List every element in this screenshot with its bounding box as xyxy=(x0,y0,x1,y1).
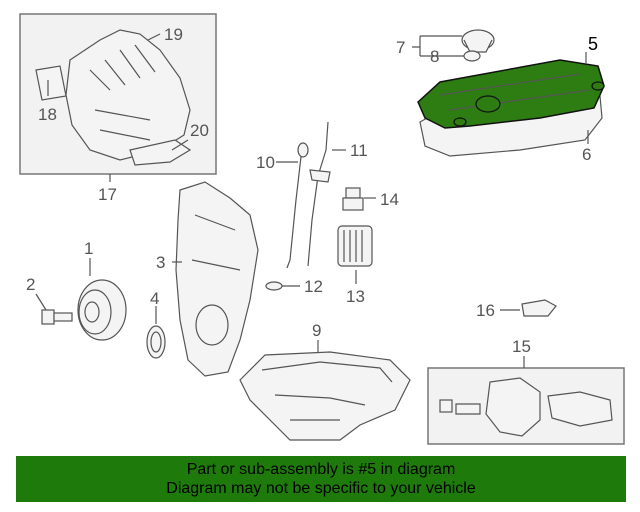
dipstick-tube[interactable] xyxy=(307,121,329,267)
callout-3: 3 xyxy=(156,253,165,272)
callout-18: 18 xyxy=(38,105,57,124)
timing-chain-cover[interactable] xyxy=(175,181,259,377)
callout-19: 19 xyxy=(164,25,183,44)
intake-manifold[interactable] xyxy=(65,29,191,161)
oil-dipstick[interactable] xyxy=(286,147,303,269)
callout-16: 16 xyxy=(476,301,495,320)
callout-5: 5 xyxy=(588,34,598,54)
crankshaft-pulley[interactable] xyxy=(77,279,127,341)
oil-filter[interactable] xyxy=(337,225,373,267)
intake-gasket[interactable] xyxy=(35,65,67,101)
callout-13: 13 xyxy=(346,287,365,306)
callout-10: 10 xyxy=(256,153,275,172)
callout-17: 17 xyxy=(98,185,117,204)
oil-filler-cap[interactable] xyxy=(461,29,495,53)
crankshaft-seal[interactable] xyxy=(146,325,166,359)
callout-4: 4 xyxy=(150,289,159,308)
oil-pan[interactable] xyxy=(239,351,411,441)
intake-manifold-group[interactable] xyxy=(19,13,217,175)
callout-14: 14 xyxy=(380,190,399,209)
pump-cover[interactable] xyxy=(547,391,613,427)
callout-11: 11 xyxy=(350,141,368,160)
banner-line-2: Diagram may not be specific to your vehi… xyxy=(166,480,476,497)
callout-20: 20 xyxy=(190,121,209,140)
callout-7: 7 xyxy=(396,38,405,57)
info-banner: Part or sub-assembly is #5 in diagram Di… xyxy=(16,456,626,502)
callout-8: 8 xyxy=(430,47,439,66)
dipstick-o-ring[interactable] xyxy=(265,281,283,291)
callout-15: 15 xyxy=(512,337,531,356)
pulley-bolt[interactable] xyxy=(41,309,73,325)
callout-9: 9 xyxy=(312,321,321,340)
leader-lines xyxy=(35,33,589,368)
callout-2: 2 xyxy=(26,275,35,294)
oil-drain-plug[interactable] xyxy=(342,187,364,211)
pump-plug[interactable] xyxy=(439,399,453,413)
callout-12: 12 xyxy=(304,277,323,296)
valve-cover-highlighted[interactable] xyxy=(417,59,605,129)
manifold-bracket[interactable] xyxy=(129,139,192,166)
banner-line-1: Part or sub-assembly is #5 in diagram xyxy=(186,461,456,478)
callout-6: 6 xyxy=(582,145,591,164)
filler-cap-gasket[interactable] xyxy=(463,50,481,62)
pump-spring[interactable] xyxy=(455,403,481,415)
oil-pump[interactable] xyxy=(485,377,541,437)
oil-pump-group[interactable] xyxy=(427,367,625,445)
oil-pump-gasket[interactable] xyxy=(521,299,557,317)
callout-1: 1 xyxy=(84,239,93,258)
